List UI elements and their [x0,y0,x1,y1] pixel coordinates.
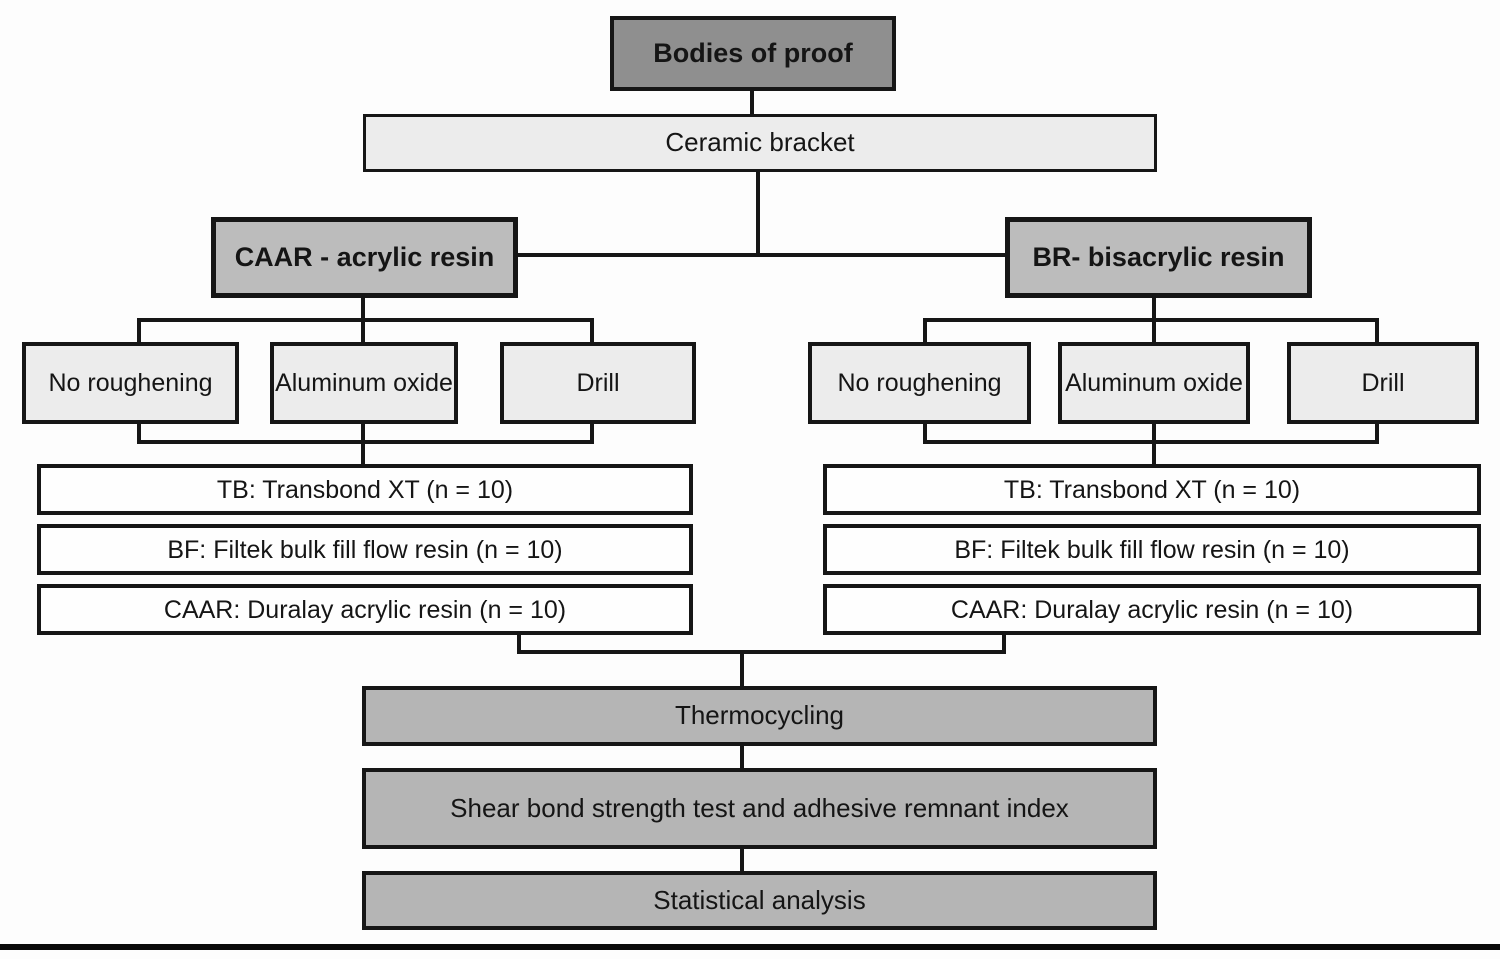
connector-line [1152,444,1156,465]
connector-line [923,318,1379,322]
group-tb-right-box: TB: Transbond XT (n = 10) [823,464,1481,515]
connector-line [137,440,594,444]
root-box: Bodies of proof [610,16,896,91]
connector-line [740,745,744,769]
treatment-aluminum-oxide-left-box: Aluminum oxide [270,342,458,424]
group-bf-left-box: BF: Filtek bulk fill flow resin (n = 10) [37,524,693,575]
treatment-no-roughening-right-box: No roughening [808,342,1031,424]
group-bf-right-box: BF: Filtek bulk fill flow resin (n = 10) [823,524,1481,575]
connector-line [137,422,141,444]
connector-line [756,170,760,257]
connector-line [361,296,365,322]
step-statistical-analysis-box: Statistical analysis [362,871,1157,930]
treatment-aluminum-oxide-right-box: Aluminum oxide [1058,342,1250,424]
connector-line [1152,296,1156,322]
group-caar-left-box: CAAR: Duralay acrylic resin (n = 10) [37,584,693,635]
connector-line [740,653,744,687]
connector-line [517,650,1006,654]
connector-line [923,320,927,344]
connector-line [590,320,594,344]
connector-line [750,89,754,116]
connector-line [1152,422,1156,444]
connector-line [1375,320,1379,344]
connector-line [590,422,594,444]
treatment-no-roughening-left-box: No roughening [22,342,239,424]
branch-br-box: BR- bisacrylic resin [1005,217,1312,298]
connector-line [517,634,521,652]
connector-line [923,440,1379,444]
connector-line [1002,634,1006,652]
connector-line [361,320,365,344]
group-tb-left-box: TB: Transbond XT (n = 10) [37,464,693,515]
branch-caar-box: CAAR - acrylic resin [211,217,518,298]
connector-line [923,422,927,444]
group-caar-right-box: CAAR: Duralay acrylic resin (n = 10) [823,584,1481,635]
treatment-drill-left-box: Drill [500,342,696,424]
step-shear-bond-box: Shear bond strength test and adhesive re… [362,768,1157,849]
connector-line [1152,320,1156,344]
connector-line [361,444,365,465]
bottom-rule [0,944,1500,950]
connector-line [137,318,594,322]
ceramic-bracket-box: Ceramic bracket [363,114,1157,172]
connector-line [516,253,1007,257]
connector-line [740,848,744,872]
connector-line [1375,422,1379,444]
connector-line [137,320,141,344]
step-thermocycling-box: Thermocycling [362,686,1157,746]
connector-line [361,422,365,444]
treatment-drill-right-box: Drill [1287,342,1479,424]
